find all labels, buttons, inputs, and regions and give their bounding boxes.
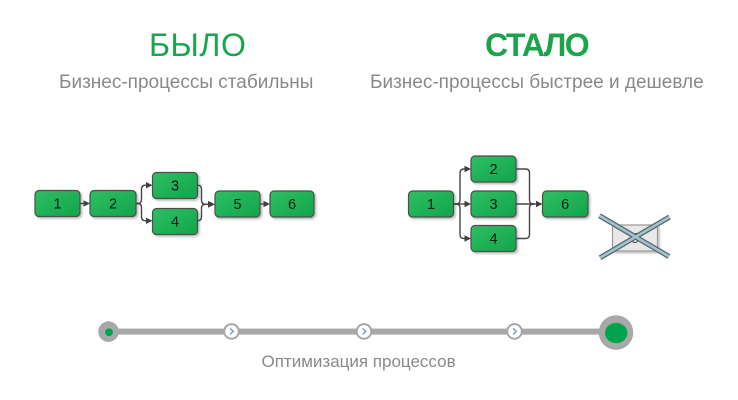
- svg-text:5: 5: [233, 197, 241, 213]
- svg-text:3: 3: [171, 179, 179, 195]
- svg-text:2: 2: [109, 197, 117, 213]
- svg-text:6: 6: [288, 197, 296, 213]
- svg-text:6: 6: [561, 197, 569, 213]
- svg-text:3: 3: [489, 197, 497, 213]
- svg-text:1: 1: [53, 197, 61, 213]
- svg-text:2: 2: [489, 162, 497, 178]
- svg-text:4: 4: [171, 215, 179, 231]
- svg-text:1: 1: [427, 197, 435, 213]
- svg-text:4: 4: [489, 232, 497, 248]
